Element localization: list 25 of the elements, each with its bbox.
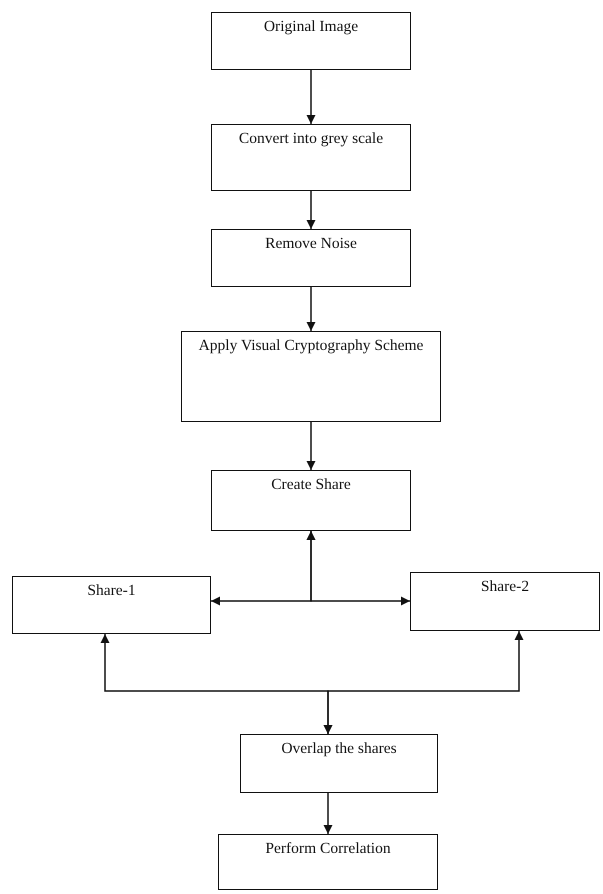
box-label: Original Image xyxy=(264,17,358,37)
box-label: Overlap the shares xyxy=(281,739,397,759)
process-box xyxy=(240,734,438,793)
process-box xyxy=(211,229,411,287)
process-box xyxy=(211,470,411,531)
process-box xyxy=(181,331,441,422)
box-label: Apply Visual Cryptography Scheme xyxy=(198,336,424,356)
arrow xyxy=(306,70,316,124)
box-label: Share-2 xyxy=(480,577,530,597)
arrow xyxy=(306,531,410,606)
process-box xyxy=(218,834,438,890)
box-label: Create Share xyxy=(271,475,351,495)
arrow xyxy=(306,287,316,331)
arrow xyxy=(306,422,316,470)
process-box xyxy=(12,576,211,634)
arrow xyxy=(324,631,524,734)
arrow xyxy=(306,191,316,229)
box-label: Remove Noise xyxy=(265,234,357,254)
box-label: Perform Correlation xyxy=(265,839,391,859)
process-box xyxy=(410,572,600,631)
process-box xyxy=(211,124,411,191)
box-label: Share-1 xyxy=(87,581,136,601)
arrow xyxy=(324,793,332,834)
process-box xyxy=(211,12,411,70)
box-label: Convert into grey scale xyxy=(238,129,384,149)
